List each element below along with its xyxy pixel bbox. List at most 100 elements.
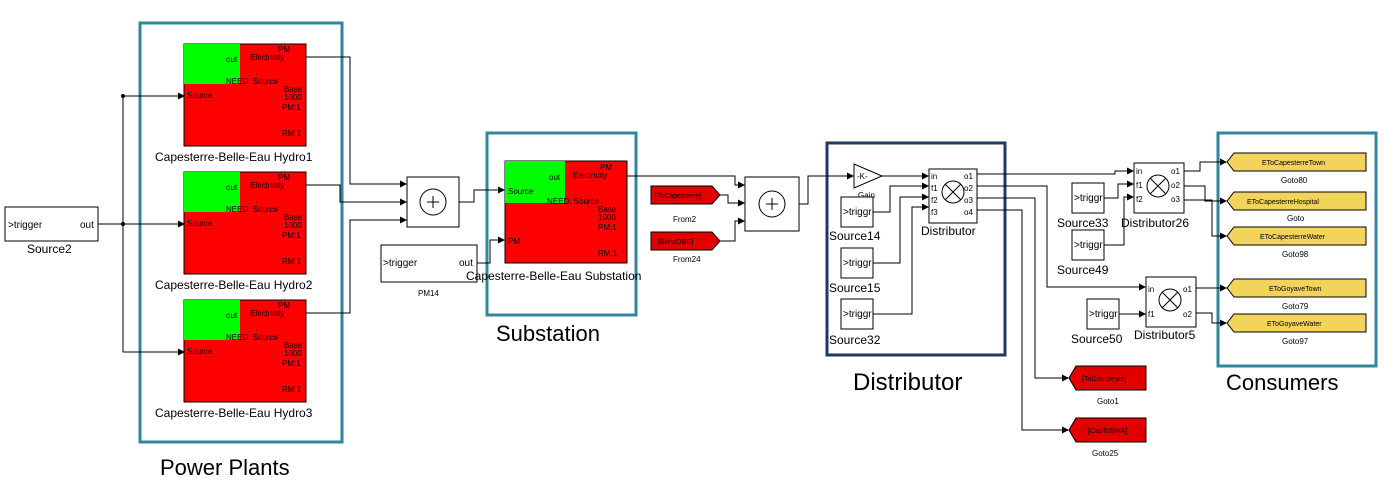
hydro3-label: Capesterre-Belle-Eau Hydro3 — [155, 406, 313, 420]
goto79-label: Goto79 — [1282, 302, 1309, 311]
substation-label: Substation — [496, 321, 600, 346]
port-need-source: NEED: Source — [547, 197, 600, 206]
goto80-label: Goto80 — [1281, 176, 1308, 185]
port-base: Base — [284, 341, 303, 350]
from2-tag: [ToCapesterre] — [655, 193, 701, 200]
goto79-block[interactable]: EToGoyaveTown Goto79 — [1226, 278, 1367, 311]
port-pm1: PM:1 — [282, 359, 301, 368]
goto-tag: EToCapesterreHospital — [1247, 199, 1319, 206]
substation-block-label: Capesterre-Belle-Eau Substation — [466, 269, 641, 283]
distributor5-block[interactable]: in f1 o1 o2 Distributor5 — [1134, 276, 1197, 342]
wire — [306, 184, 407, 206]
wire — [1196, 312, 1227, 327]
port-electricity: Electricity — [250, 181, 284, 190]
source2-trigger-port: >trigger — [8, 220, 43, 231]
wire — [873, 182, 929, 213]
dist-port-o3: o3 — [964, 196, 973, 205]
dist26-port-o1: o1 — [1171, 167, 1180, 176]
from2-block[interactable]: [ToCapesterre] From2 — [650, 185, 721, 224]
wire — [977, 167, 1134, 175]
port-rm1: RM:1 — [282, 129, 302, 138]
wire — [1184, 185, 1227, 205]
wire — [799, 172, 854, 205]
source33-block[interactable]: >triggr Source33 — [1057, 182, 1109, 230]
consumers-label: Consumers — [1226, 370, 1338, 395]
source14-block[interactable]: >triggr Source14 — [829, 196, 881, 243]
substation-frame — [485, 131, 638, 317]
hydro1-block[interactable]: out Source PM Electricity NEED: Source B… — [155, 43, 313, 164]
port-pm1: PM:1 — [598, 223, 617, 232]
port-need-source: NEED: Source — [226, 333, 279, 342]
port-need-source: NEED: Source — [226, 77, 279, 86]
dist-port-f2: f2 — [931, 196, 938, 205]
hydro3-block[interactable]: out Source PM Electricity NEED: Source B… — [155, 299, 313, 420]
goto25-label: Goto25 — [1092, 449, 1119, 458]
port-pm1: PM:1 — [282, 103, 301, 112]
goto1-block[interactable]: [ToGourbeyre] Goto1 — [1068, 365, 1147, 406]
port-out: out — [226, 311, 238, 320]
source50-block[interactable]: >triggr Source50 — [1071, 298, 1123, 346]
distributor5-label: Distributor5 — [1134, 328, 1196, 342]
wire — [977, 209, 1069, 434]
from24-tag: [BMtoOBE] — [658, 239, 693, 246]
wire — [977, 185, 1146, 291]
wire — [1104, 193, 1134, 246]
dist26-port-o2: o2 — [1171, 181, 1180, 190]
wire — [627, 175, 745, 189]
hydro2-block[interactable]: out Source PM Electricity NEED: Source B… — [155, 171, 313, 292]
source15-port: >triggr — [843, 258, 872, 269]
distributor26-block[interactable]: in f1 f2 o1 o2 o3 Distributor26 — [1121, 162, 1189, 230]
goto98-block[interactable]: EToCapesterreWater Goto98 — [1226, 226, 1367, 259]
port-pm: PM — [278, 301, 290, 310]
distributor-block[interactable]: in f1 f2 f3 o1 o2 o3 o4 Distributor — [921, 168, 978, 238]
port-pm1: PM:1 — [282, 231, 301, 240]
port-source: Source — [187, 219, 213, 228]
goto98-label: Goto98 — [1282, 250, 1309, 259]
wire — [720, 217, 745, 242]
sum2-block[interactable] — [744, 176, 800, 232]
goto25-tag: [CapToBMA] — [1088, 428, 1127, 435]
gain-block[interactable]: -K- Gain — [853, 163, 884, 200]
substation-block[interactable]: Source PM out PM Electricity NEED: Sourc… — [466, 160, 641, 283]
pm14-label: PM14 — [418, 289, 439, 298]
source15-block[interactable]: >triggr Source15 — [829, 247, 881, 295]
wire — [306, 216, 407, 314]
dist5-port-in: in — [1148, 285, 1154, 294]
source33-port: >triggr — [1074, 193, 1103, 204]
pm14-block[interactable]: >trigger out PM14 — [380, 244, 478, 298]
goto-block[interactable]: EToCapesterreHospital Goto — [1226, 191, 1367, 223]
pm14-trigger-port: >trigger — [383, 258, 418, 269]
source2-block[interactable]: >trigger out Source2 — [4, 206, 99, 256]
port-base-value: 1000 — [284, 93, 302, 102]
goto80-block[interactable]: EToCapesterreTown Goto80 — [1226, 152, 1367, 185]
port-rm1: RM:1 — [282, 257, 302, 266]
source32-block[interactable]: >triggr Source32 — [829, 298, 881, 347]
goto25-block[interactable]: [CapToBMA] Goto25 — [1068, 417, 1147, 458]
goto97-block[interactable]: EToGoyaveWater Goto97 — [1226, 313, 1367, 346]
wire — [306, 56, 407, 188]
source14-port: >triggr — [843, 207, 872, 218]
goto1-label: Goto1 — [1097, 397, 1119, 406]
port-electricity: Electricity — [250, 53, 284, 62]
distributor-block-label: Distributor — [921, 224, 976, 238]
wire — [477, 236, 505, 264]
pm14-out-port: out — [459, 258, 473, 269]
dist-port-o1: o1 — [964, 172, 973, 181]
hydro2-label: Capesterre-Belle-Eau Hydro2 — [155, 278, 313, 292]
source32-port: >triggr — [843, 309, 872, 320]
wire — [459, 186, 505, 203]
power-plants-frame — [138, 21, 344, 444]
from2-label: From2 — [673, 215, 697, 224]
source49-block[interactable]: >triggr Source49 — [1057, 229, 1109, 277]
dist5-port-f1: f1 — [1148, 310, 1155, 319]
port-base: Base — [284, 213, 303, 222]
sum1-block[interactable] — [406, 176, 460, 228]
distributor-label: Distributor — [853, 369, 962, 396]
from24-block[interactable]: [BMtoOBE] From24 — [650, 231, 721, 264]
distributor26-label: Distributor26 — [1121, 216, 1189, 230]
port-rm1: RM:1 — [282, 385, 302, 394]
port-base: Base — [598, 205, 617, 214]
goto97-tag: EToGoyaveWater — [1267, 321, 1322, 328]
port-out: out — [549, 173, 561, 182]
dist-port-o2: o2 — [964, 184, 973, 193]
